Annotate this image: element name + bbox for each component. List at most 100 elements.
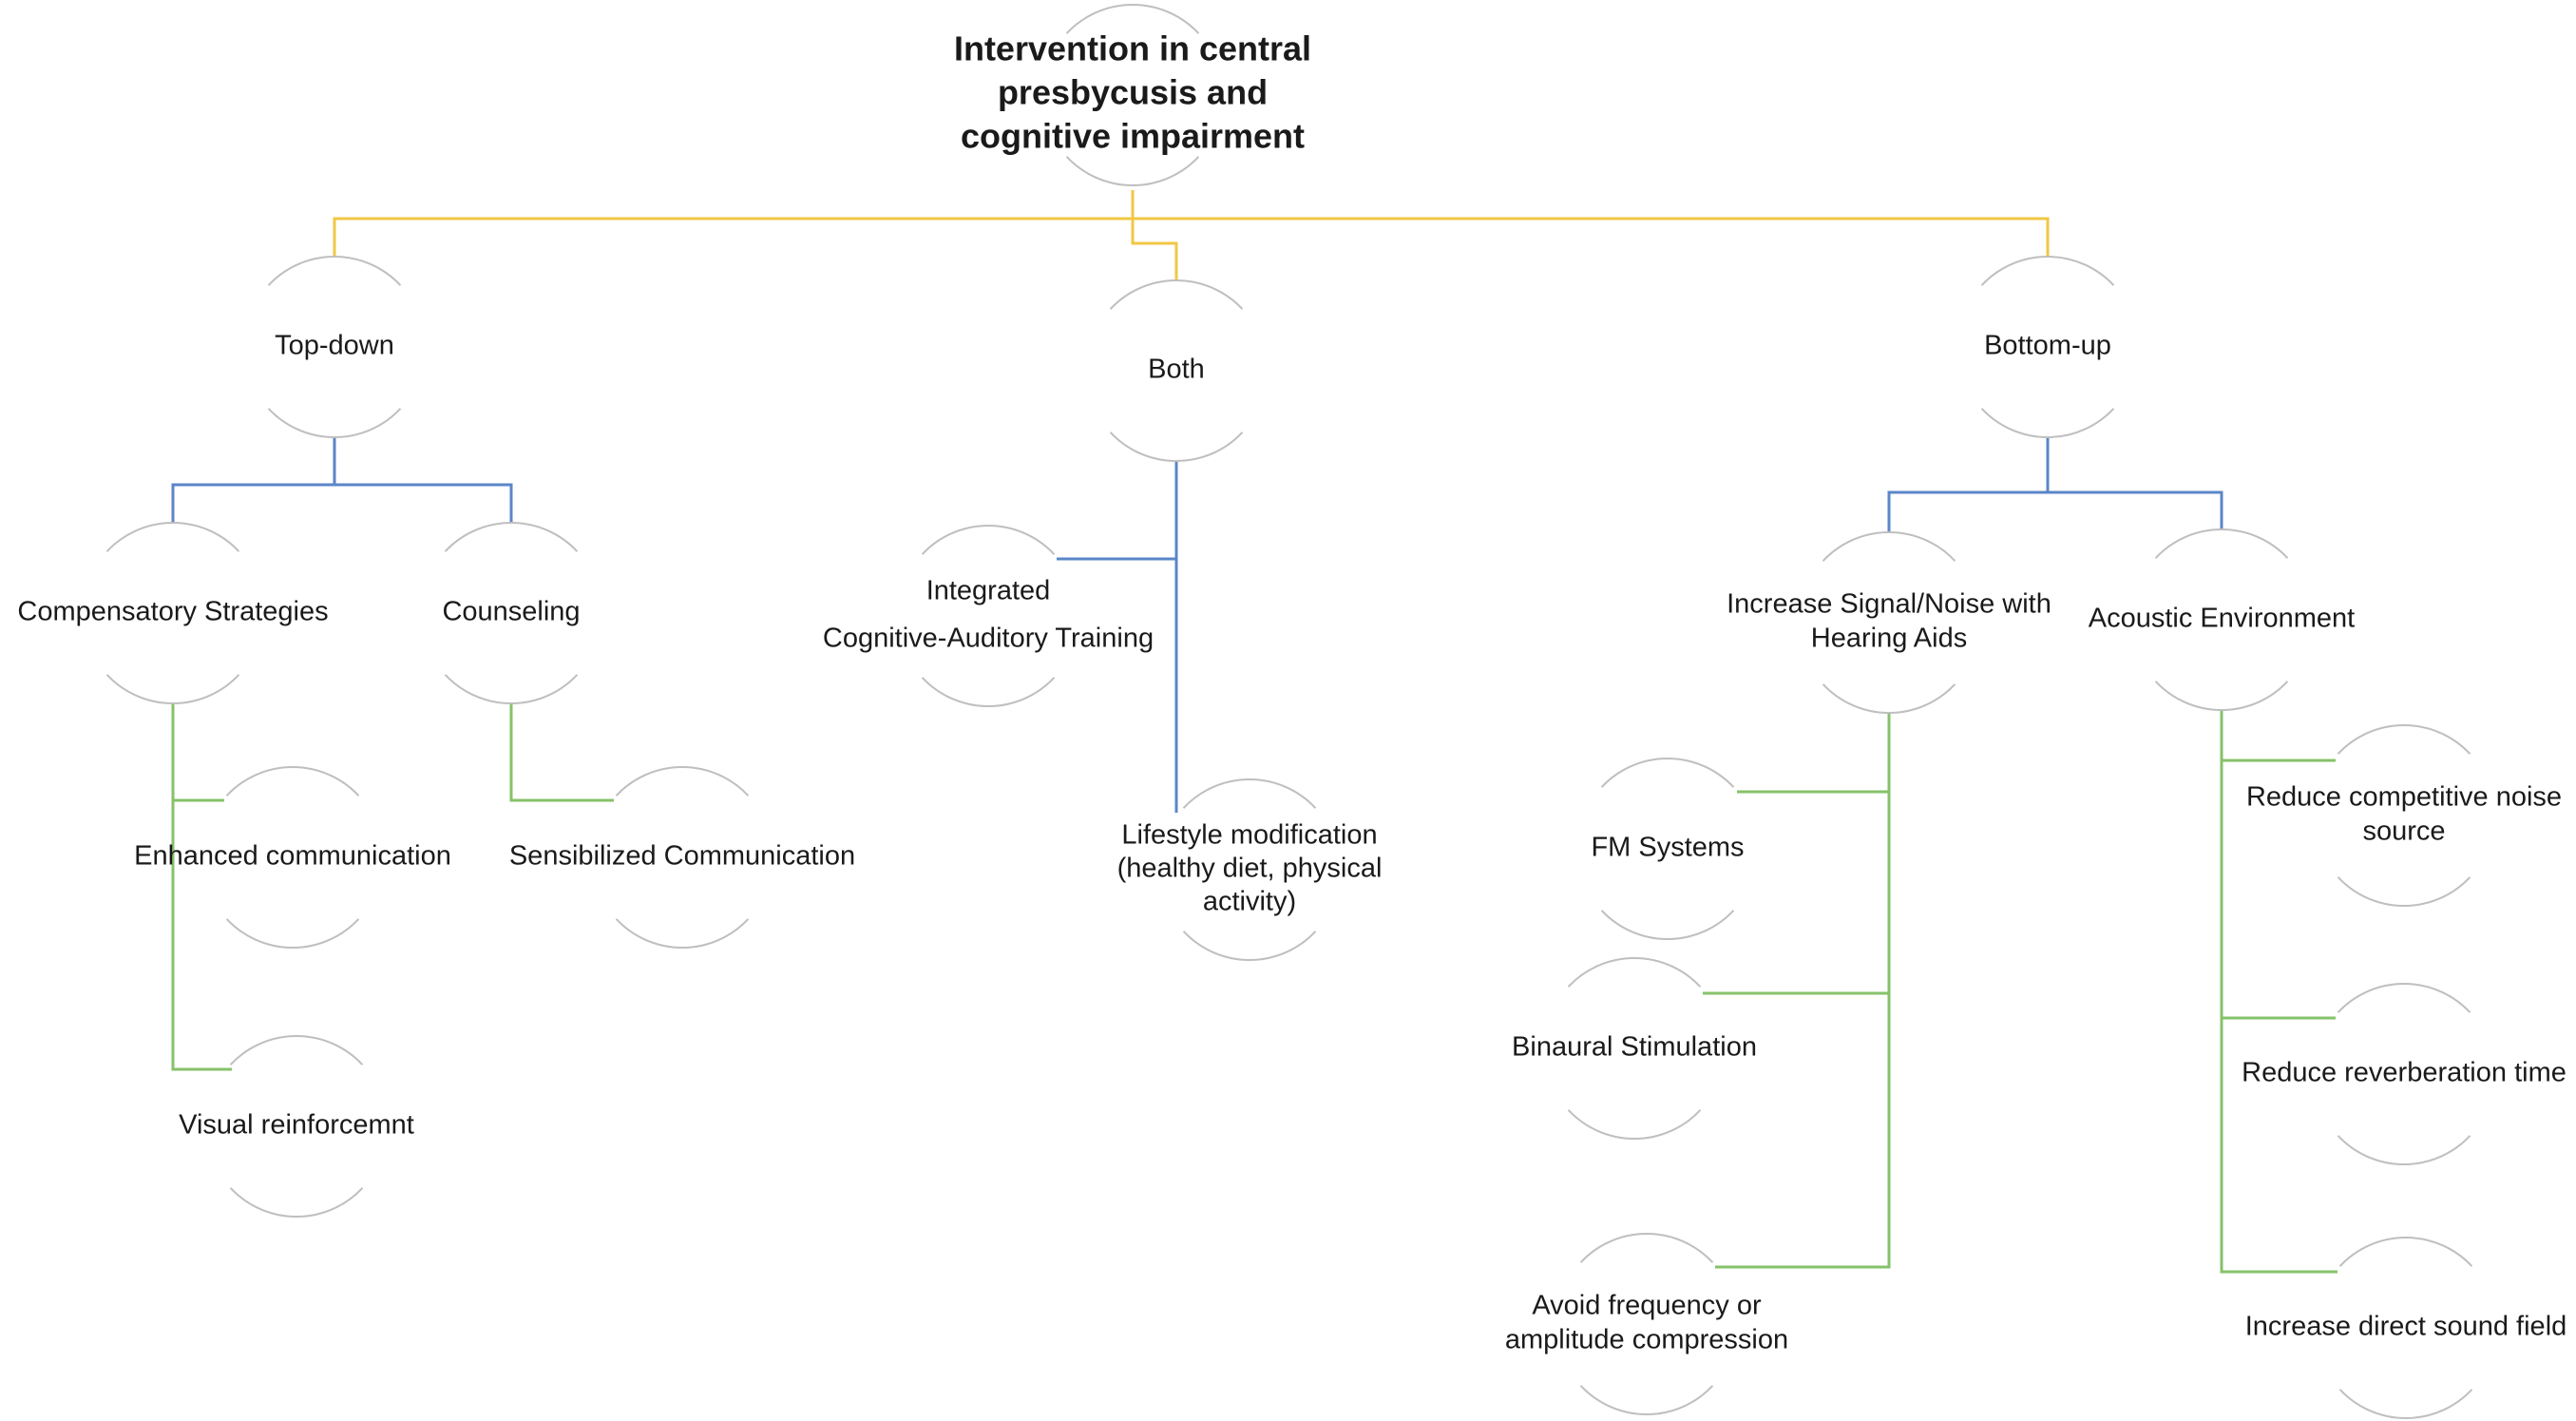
node-outline-top-counseling (444, 522, 579, 552)
node-label-line: Compensatory Strategies (17, 597, 328, 627)
node-outline-bottom-lifestyle (1182, 931, 1317, 962)
node-outline-bottom-root (1065, 156, 1200, 187)
node-label-visual: Visual reinforcemnt (179, 1110, 414, 1141)
node-outline-bottom-sensibilized (615, 918, 750, 949)
node-label-line: Cognitive-Auditory Training (823, 624, 1154, 654)
node-outline-top-topdown (267, 256, 402, 286)
node-outline-top-enhanced (225, 766, 360, 797)
node-label-line: Reduce reverberation time (2242, 1058, 2566, 1088)
node-label-line: Intervention in central (954, 29, 1311, 68)
connector-signal-to-avoid (1715, 713, 1891, 1269)
node-label-line: source (2362, 816, 2445, 847)
connector-signal-to-fm (1737, 713, 1891, 794)
node-label-line: amplitude compression (1505, 1325, 1788, 1355)
connector-root-to-both (1131, 190, 1178, 280)
node-label-sensibilized: Sensibilized Communication (509, 841, 855, 872)
node-outline-top-bottomup (1980, 255, 2115, 286)
node-outline-bottom-both (1109, 432, 1244, 463)
node-labels: Intervention in central presbycusis and co… (17, 29, 2566, 1355)
node-outline-top-fm (1600, 757, 1735, 788)
node-label-reverb: Reduce reverberation time (2242, 1058, 2566, 1088)
node-outline-top-signal (1822, 530, 1956, 562)
node-outline-bottom-competitive (2337, 876, 2471, 908)
node-outline-top-both (1109, 278, 1244, 310)
node-label-line: Lifestyle modification (1121, 820, 1377, 851)
connector-topdown-to-counseling (333, 437, 513, 523)
node-outline-top-competitive (2337, 723, 2471, 755)
node-outline-top-binaural (1567, 957, 1702, 988)
node-label-line: Integrated (926, 576, 1051, 606)
node-label-direct: Increase direct sound field (2245, 1312, 2567, 1342)
node-label-line: Reduce competitive noise (2246, 782, 2562, 813)
node-label-line: cognitive impairment (961, 117, 1305, 156)
node-outline-bottom-avoid (1579, 1385, 1714, 1415)
node-label-enhanced: Enhanced communication (134, 841, 451, 872)
node-label-both: Both (1148, 355, 1205, 385)
node-label-line: Top-down (275, 331, 394, 361)
connector-compensatory-to-visual (171, 703, 232, 1071)
node-outline-bottom-topdown (267, 408, 402, 438)
node-outline-top-direct (2338, 1237, 2473, 1267)
node-label-line: Avoid frequency or (1532, 1291, 1762, 1321)
node-outline-bottom-bottomup (1980, 408, 2115, 439)
node-outline-top-lifestyle (1182, 778, 1317, 809)
connector-acoustic-to-reverb (2220, 710, 2336, 1020)
connector-topdown-to-compensatory (171, 437, 336, 523)
node-outline-top-avoid (1579, 1233, 1714, 1263)
node-outline-bottom-integrated (921, 677, 1056, 707)
node-outline-bottom-acoustic (2154, 681, 2289, 712)
node-outline-top-visual (229, 1035, 364, 1066)
node-outline-bottom-binaural (1567, 1109, 1702, 1140)
connector-lines (171, 190, 2337, 1274)
node-label-line: Binaural Stimulation (1512, 1032, 1757, 1063)
connector-compensatory-to-enhanced (171, 703, 224, 802)
connector-root-to-bottomup (1131, 190, 2050, 257)
node-label-root: Intervention in central presbycusis and co… (954, 29, 1311, 156)
node-outline-top-root (1065, 3, 1200, 34)
node-label-line: presbycusis and (998, 73, 1268, 112)
node-label-acoustic: Acoustic Environment (2089, 604, 2355, 634)
connector-both-to-integrated (1057, 461, 1178, 561)
node-outline-bottom-enhanced (225, 918, 360, 949)
node-outline-top-integrated (921, 525, 1056, 555)
node-label-line: FM Systems (1591, 833, 1744, 863)
node-label-line: activity) (1203, 887, 1296, 917)
node-outlines (105, 3, 2473, 1419)
connector-counseling-to-sensibilized (509, 703, 614, 802)
node-label-compensatory: Compensatory Strategies (17, 597, 328, 627)
node-outline-bottom-fm (1600, 910, 1735, 941)
node-outline-bottom-reverb (2337, 1135, 2471, 1165)
node-outline-top-compensatory (105, 522, 240, 552)
node-outline-bottom-counseling (444, 674, 579, 704)
node-outline-top-reverb (2337, 983, 2471, 1013)
node-label-line: Sensibilized Communication (509, 841, 855, 872)
node-label-topdown: Top-down (275, 331, 394, 361)
node-label-line: Increase direct sound field (2245, 1312, 2567, 1342)
node-outline-bottom-direct (2338, 1389, 2473, 1419)
node-label-line: Bottom-up (1984, 331, 2111, 361)
node-label-line: Acoustic Environment (2089, 604, 2355, 634)
connector-root-to-topdown (333, 190, 1135, 257)
node-label-line: (healthy diet, physical (1117, 854, 1383, 884)
node-label-avoid: Avoid frequency or amplitude compression (1505, 1291, 1788, 1355)
node-label-lifestyle: Lifestyle modification(healthy diet, phy… (1117, 820, 1383, 917)
node-label-fm: FM Systems (1591, 833, 1744, 863)
connector-acoustic-to-competitive (2220, 710, 2336, 762)
node-label-line: Enhanced communication (134, 841, 451, 872)
node-outline-top-sensibilized (615, 766, 750, 797)
connector-acoustic-to-direct (2220, 710, 2337, 1274)
node-label-counseling: Counseling (442, 597, 580, 627)
node-label-line: Counseling (442, 597, 580, 627)
node-outline-bottom-compensatory (105, 674, 240, 704)
connector-bottomup-to-acoustic (2046, 437, 2223, 529)
node-outline-top-acoustic (2154, 528, 2289, 559)
node-label-binaural: Binaural Stimulation (1512, 1032, 1757, 1063)
node-label-line: Increase Signal/Noise with (1727, 589, 2051, 620)
node-outline-bottom-visual (229, 1187, 364, 1218)
node-label-line: Both (1148, 355, 1205, 385)
node-label-bottomup: Bottom-up (1984, 331, 2111, 361)
